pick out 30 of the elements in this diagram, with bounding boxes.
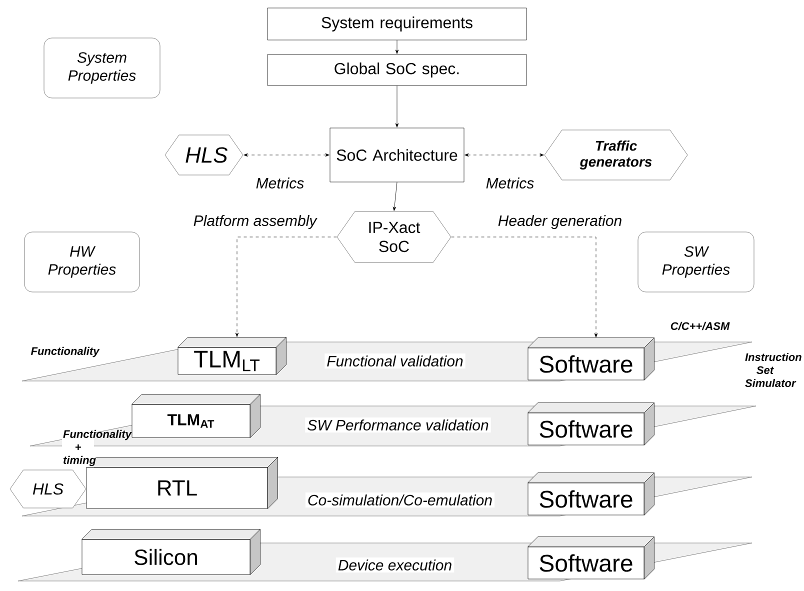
edge-label: Metrics [254, 176, 306, 190]
dashed-arrow [451, 236, 598, 338]
edge-label: Metrics [484, 176, 536, 190]
block-box: Silicon [82, 529, 260, 575]
hexagon-box: HLS [10, 470, 86, 508]
arrow [392, 182, 398, 211]
arrow [395, 40, 399, 54]
block-box: Software [528, 536, 654, 580]
block-box: TLM$_{AT}$ [132, 394, 260, 438]
dashed-arrow [244, 153, 330, 157]
hexagon-box: HLS [164, 134, 244, 176]
annotation-label: C/C++/ASM [669, 320, 731, 332]
dashed-arrow [464, 153, 544, 157]
edge-label: Platform assembly [192, 214, 318, 230]
block-box: Software [528, 472, 654, 516]
property-box: SW Properties [638, 232, 754, 292]
process-box: Global SoC spec. [267, 54, 527, 86]
process-box: System requirements [267, 8, 527, 40]
edge-label: Header generation [496, 214, 624, 230]
block-box: TLM$_{LT}$ [178, 337, 286, 375]
process-box: SoC Architecture [330, 128, 464, 182]
arrow [395, 86, 399, 128]
property-box: System Properties [44, 38, 160, 98]
hexagon-box: Traffic generators [544, 130, 688, 180]
block-box: Software [528, 338, 654, 380]
block-box: Software [528, 402, 654, 446]
property-box: HW Properties [24, 232, 140, 292]
dashed-arrow [235, 236, 337, 337]
hexagon-box: IP-Xact SoC [336, 211, 452, 263]
annotation-label: Functionality [30, 346, 100, 358]
